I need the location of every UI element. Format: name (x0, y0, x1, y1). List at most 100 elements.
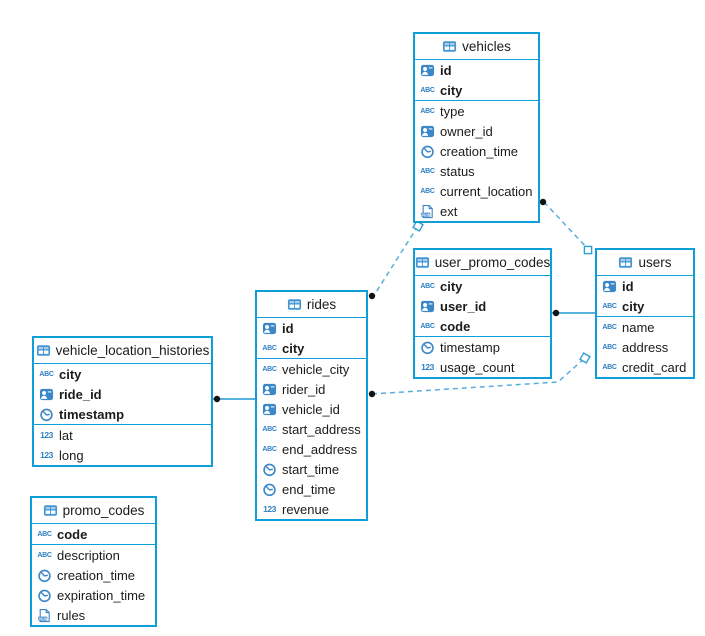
column-row[interactable]: rider_id (257, 379, 366, 399)
datetime-icon (263, 463, 276, 476)
column-row[interactable]: user_id (415, 296, 550, 316)
table-title: rides (306, 297, 337, 312)
table-promo-codes[interactable]: promo_codes ABC code ABC description cre… (30, 496, 157, 627)
id-icon (262, 383, 277, 395)
column-row[interactable]: ABC city (415, 80, 538, 100)
column-row[interactable]: owner_id (415, 121, 538, 141)
column-name: revenue (282, 501, 329, 517)
datetime-icon (421, 341, 434, 354)
column-row[interactable]: 123 usage_count (415, 357, 550, 377)
id-icon (602, 280, 617, 292)
table-header[interactable]: user_promo_codes (415, 250, 550, 276)
column-row[interactable]: id (597, 276, 693, 296)
text-type-icon: ABC (420, 86, 435, 94)
datetime-icon (38, 569, 51, 582)
column-row[interactable]: ABC city (34, 364, 211, 384)
table-users[interactable]: users id ABC city ABC name ABC address A… (595, 248, 695, 379)
text-type-icon: ABC (262, 344, 277, 352)
column-row[interactable]: creation_time (32, 565, 155, 585)
table-rides[interactable]: rides id ABC city ABC vehicle_city rider… (255, 290, 368, 521)
column-row[interactable]: ABC description (32, 545, 155, 565)
table-header[interactable]: promo_codes (32, 498, 155, 524)
table-vehicle-location-histories[interactable]: vehicle_location_histories ABC city ride… (32, 336, 213, 467)
text-type-icon: ABC (420, 322, 435, 330)
column-row[interactable]: ABC vehicle_city (257, 359, 366, 379)
table-user-promo-codes[interactable]: user_promo_codes ABC city user_id ABC co… (413, 248, 552, 379)
column-name: id (440, 62, 452, 78)
relation-user-promo-codes-users[interactable] (551, 309, 595, 317)
text-type-icon: ABC (39, 370, 54, 378)
column-name: city (282, 340, 305, 356)
datetime-icon (421, 145, 434, 158)
relation-vehicles-users[interactable] (539, 198, 593, 255)
column-row[interactable]: ABC city (597, 296, 693, 316)
table-header[interactable]: rides (257, 292, 366, 318)
column-name: end_time (282, 481, 336, 497)
table-header[interactable]: vehicle_location_histories (34, 338, 211, 364)
table-icon (619, 257, 633, 268)
column-row[interactable]: expiration_time (32, 585, 155, 605)
column-row[interactable]: JSON ext (415, 201, 538, 221)
relation-rides-users[interactable] (368, 352, 591, 398)
column-row[interactable]: ABC end_address (257, 439, 366, 459)
column-row[interactable]: 123 long (34, 445, 211, 465)
column-row[interactable]: ABC code (32, 524, 155, 544)
text-type-icon: ABC (262, 365, 277, 373)
column-name: status (440, 163, 475, 179)
number-type-icon: 123 (263, 504, 276, 514)
column-row[interactable]: JSON rules (32, 605, 155, 625)
table-icon (287, 299, 301, 310)
table-title: vehicle_location_histories (55, 343, 210, 358)
column-row[interactable]: timestamp (415, 337, 550, 357)
column-row[interactable]: creation_time (415, 141, 538, 161)
column-name: expiration_time (57, 587, 146, 603)
column-row[interactable]: ABC name (597, 317, 693, 337)
datetime-icon (263, 483, 276, 496)
column-row[interactable]: start_time (257, 459, 366, 479)
column-row[interactable]: timestamp (34, 404, 211, 424)
json-type-icon: JSON (421, 204, 433, 218)
column-name: vehicle_id (282, 401, 340, 417)
column-name: id (622, 278, 634, 294)
column-name: ext (440, 203, 458, 219)
column-row[interactable]: ABC current_location (415, 181, 538, 201)
column-name: timestamp (59, 406, 125, 422)
text-type-icon: ABC (420, 107, 435, 115)
table-header[interactable]: users (597, 250, 693, 276)
id-icon (420, 64, 435, 76)
column-name: rules (57, 607, 86, 623)
column-row[interactable]: 123 revenue (257, 499, 366, 519)
column-row[interactable]: ABC address (597, 337, 693, 357)
column-name: end_address (282, 441, 358, 457)
id-icon (420, 300, 435, 312)
column-row[interactable]: id (257, 318, 366, 338)
column-name: address (622, 339, 669, 355)
table-header[interactable]: vehicles (415, 34, 538, 60)
column-row[interactable]: ABC code (415, 316, 550, 336)
column-row[interactable]: 123 lat (34, 425, 211, 445)
column-row[interactable]: ABC city (257, 338, 366, 358)
column-row[interactable]: ABC type (415, 101, 538, 121)
relation-vehicle-location-histories-rides[interactable] (213, 395, 255, 403)
id-icon (262, 403, 277, 415)
column-row[interactable]: end_time (257, 479, 366, 499)
column-name: city (622, 298, 645, 314)
column-row[interactable]: ABC credit_card (597, 357, 693, 377)
datetime-icon (40, 408, 53, 421)
text-type-icon: ABC (602, 343, 617, 351)
id-icon (262, 322, 277, 334)
text-type-icon: ABC (420, 282, 435, 290)
column-row[interactable]: id (415, 60, 538, 80)
column-name: owner_id (440, 123, 493, 139)
column-row[interactable]: ABC city (415, 276, 550, 296)
table-vehicles[interactable]: vehicles id ABC city ABC type owner_id (413, 32, 540, 223)
number-type-icon: 123 (421, 362, 434, 372)
column-row[interactable]: ABC start_address (257, 419, 366, 439)
column-row[interactable]: ABC status (415, 161, 538, 181)
relation-vehicles-rides[interactable] (368, 220, 424, 300)
column-row[interactable]: ride_id (34, 384, 211, 404)
text-type-icon: ABC (602, 302, 617, 310)
column-row[interactable]: vehicle_id (257, 399, 366, 419)
